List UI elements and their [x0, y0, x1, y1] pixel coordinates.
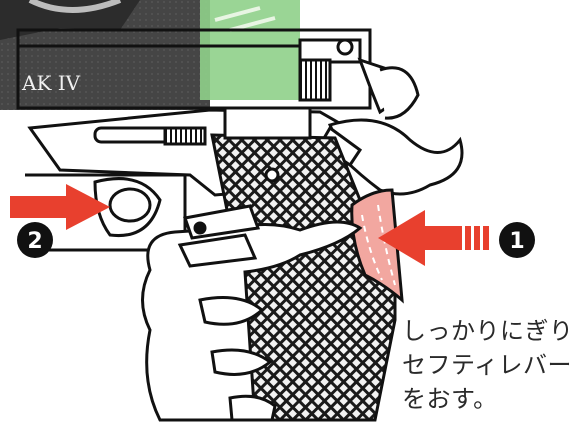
marker-2: 2: [17, 222, 53, 258]
svg-text:2: 2: [27, 229, 42, 254]
engraving-text: AK IV: [21, 71, 81, 95]
marker-1: 1: [499, 222, 535, 258]
green-overlay: [200, 0, 300, 100]
caption-line-1: しっかりにぎり: [402, 314, 580, 348]
instruction-caption: しっかりにぎり セフティレバー をおす。: [402, 314, 580, 416]
svg-text:1: 1: [509, 229, 524, 254]
caption-line-3: をおす。: [402, 382, 580, 416]
caption-line-2: セフティレバー: [402, 348, 580, 382]
